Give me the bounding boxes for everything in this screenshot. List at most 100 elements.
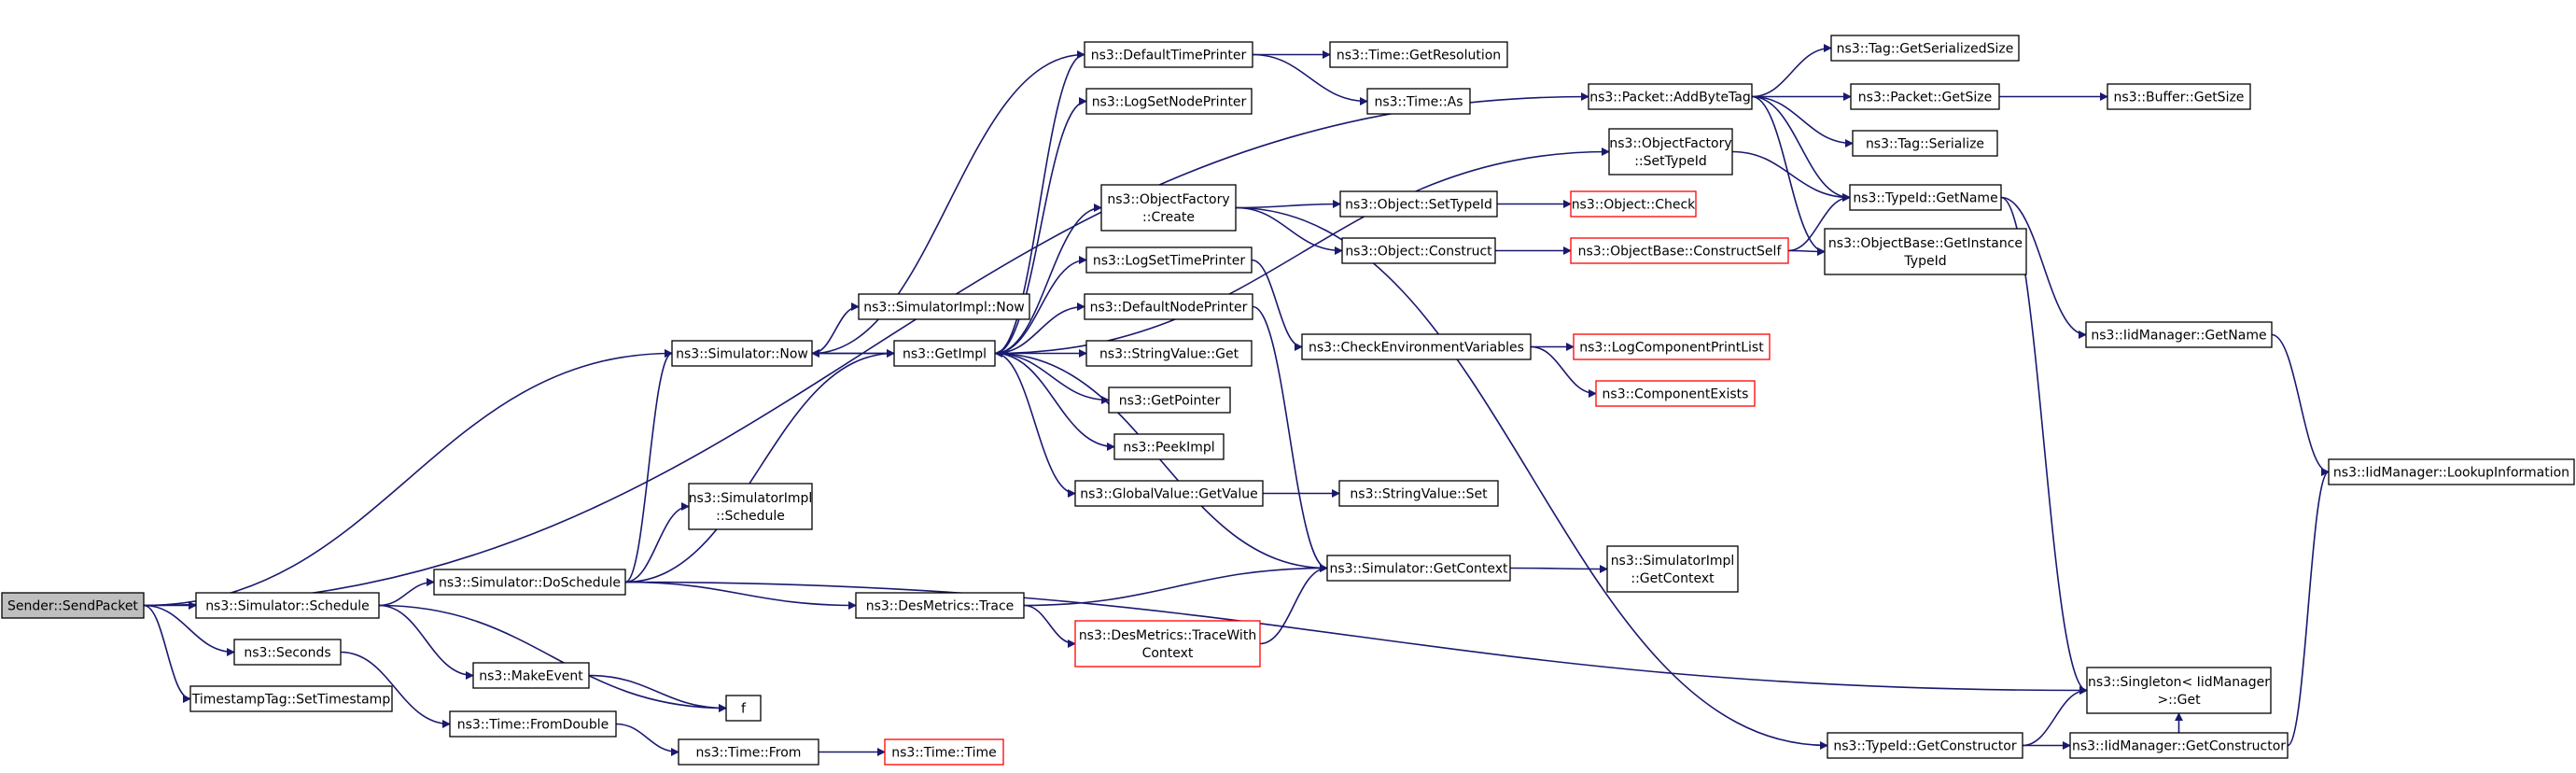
node-simimplgetcontext[interactable]: ns3::SimulatorImpl::GetContext [1606,545,1739,593]
node-label: ns3::Simulator::DoSchedule [439,576,621,591]
node-box [1849,184,2002,211]
node-box [893,340,996,367]
edge-addbytetag-to-typeidgetname [1751,95,1851,202]
node-f[interactable]: f [725,695,762,722]
node-label: f [741,702,747,717]
node-ofcreate[interactable]: ns3::ObjectFactory::Create [1100,184,1237,232]
node-construct[interactable]: ns3::Object::Construct [1341,237,1496,264]
node-desmetricstrace[interactable]: ns3::DesMetrics::Trace [855,592,1025,619]
node-label: ns3::Time::From [696,746,802,761]
nodes-layer: Sender::SendPacket ns3::Simulator::Schedu… [1,35,2575,766]
node-getimpl[interactable]: ns3::GetImpl [893,340,996,367]
node-getresolution[interactable]: ns3::Time::GetResolution [1329,41,1508,68]
node-settimestamp[interactable]: TimestampTag::SetTimestamp [189,685,393,712]
node-buffergetsize[interactable]: ns3::Buffer::GetSize [2107,83,2251,110]
node-typeidgetname[interactable]: ns3::TypeId::GetName [1849,184,2002,211]
node-objcheck[interactable]: ns3::Object::Check [1570,190,1697,218]
node-box [1570,237,1789,264]
node-constructself[interactable]: ns3::ObjectBase::ConstructSelf [1570,237,1789,264]
node-settypeid[interactable]: ns3::Object::SetTypeId [1339,190,1498,218]
node-checkenv[interactable]: ns3::CheckEnvironmentVariables [1301,333,1532,360]
node-globalvalue[interactable]: ns3::GlobalValue::GetValue [1074,480,1264,507]
edge-constructself-to-typeidgetname [1787,193,1851,252]
node-box [1824,228,2027,275]
node-stringvalueget[interactable]: ns3::StringValue::Get [1085,340,1253,367]
node-box [688,483,813,530]
node-box [1084,41,1253,68]
node-box [2085,321,2273,348]
edge-makeevent-to-f [588,674,727,712]
node-ofsettypeid[interactable]: ns3::ObjectFactory::SetTypeId [1608,128,1733,176]
node-label: ns3::TypeId::GetConstructor [1833,739,2016,754]
node-packetgetsize[interactable]: ns3::Packet::GetSize [1850,83,2000,110]
node-label: ns3::Packet::AddByteTag [1589,91,1751,105]
node-label: >::Get [2157,693,2201,708]
node-box [1850,83,2000,110]
node-label: Context [1142,646,1194,661]
node-iidgetconstructor[interactable]: ns3::IidManager::GetConstructor [2069,732,2289,759]
node-now[interactable]: ns3::Simulator::Now [671,340,813,367]
node-label: ns3::MakeEvent [479,669,583,684]
node-iidgetname[interactable]: ns3::IidManager::GetName [2085,321,2273,348]
edge-doschedule-to-getimpl [624,349,895,583]
node-sendpacket[interactable]: Sender::SendPacket [1,592,145,619]
edge-doschedule-to-simimplschedule [624,502,690,583]
node-box [1074,620,1261,668]
node-makeevent[interactable]: ns3::MakeEvent [472,662,590,689]
node-label: ::SetTypeId [1634,154,1707,169]
node-seconds[interactable]: ns3::Seconds [233,639,342,666]
node-box [1827,732,2023,759]
node-getcontext[interactable]: ns3::Simulator::GetContext [1326,555,1511,582]
node-logcomplist[interactable]: ns3::LogComponentPrintList [1573,333,1771,360]
node-box [1085,88,1253,115]
node-tagserialize[interactable]: ns3::Tag::Serialize [1852,130,1998,157]
node-label: ::Create [1142,210,1195,225]
node-box [1,592,145,619]
node-simimplnow[interactable]: ns3::SimulatorImpl::Now [858,293,1030,320]
node-box [1074,480,1264,507]
node-label: ns3::Time::GetResolution [1337,49,1501,63]
edge-getcontext-to-getimpl [994,349,1328,569]
node-peekimpl[interactable]: ns3::PeekImpl [1113,433,1225,460]
node-timeas[interactable]: ns3::Time::As [1366,88,1471,115]
node-time[interactable]: ns3::Time::Time [884,738,1004,766]
node-lookupinfo[interactable]: ns3::IidManager::LookupInformation [2328,458,2575,485]
node-label: ns3::SimulatorImpl::Now [863,301,1025,316]
node-logtimeprinter[interactable]: ns3::LogSetTimePrinter [1085,246,1253,274]
edge-addbytetag-to-tagserialize [1751,95,1854,148]
node-label: TypeId [1903,254,1946,269]
node-typeidgetconstructor[interactable]: ns3::TypeId::GetConstructor [1827,732,2023,759]
node-label: ns3::Tag::GetSerializedSize [1837,42,2014,57]
node-label: ns3::DefaultNodePrinter [1090,301,1248,316]
node-lognodeprinter[interactable]: ns3::LogSetNodePrinter [1085,88,1253,115]
node-fromdouble[interactable]: ns3::Time::FromDouble [449,710,617,738]
node-box [1339,190,1498,218]
node-label: ns3::Packet::GetSize [1858,91,1992,105]
edge-addbytetag-to-getserializedsize [1751,44,1832,98]
node-label: ns3::ObjectFactory [1107,192,1229,207]
node-defaultnodeprinter[interactable]: ns3::DefaultNodePrinter [1084,293,1253,320]
node-box [1085,246,1253,274]
node-singletonget[interactable]: ns3::Singleton< IidManager >::Get [2086,667,2272,714]
node-box [855,592,1025,619]
node-getserializedsize[interactable]: ns3::Tag::GetSerializedSize [1830,35,2020,62]
node-label: ns3::Simulator::Now [676,347,808,362]
node-label: TimestampTag::SetTimestamp [191,693,391,708]
node-box [449,710,617,738]
node-doschedule[interactable]: ns3::Simulator::DoSchedule [433,569,626,596]
node-from[interactable]: ns3::Time::From [678,738,819,766]
node-compexists[interactable]: ns3::ComponentExists [1595,380,1756,407]
node-stringvalueset[interactable]: ns3::StringValue::Set [1338,480,1499,507]
node-getpointer[interactable]: ns3::GetPointer [1108,386,1231,414]
edge-getimpl-to-globalvalue [994,352,1076,498]
node-simimplschedule[interactable]: ns3::SimulatorImpl::Schedule [688,483,813,530]
node-addbytetag[interactable]: ns3::Packet::AddByteTag [1588,83,1753,110]
node-label: ns3::DesMetrics::Trace [866,599,1015,614]
node-box [2107,83,2251,110]
node-defaulttimeprinter[interactable]: ns3::DefaultTimePrinter [1084,41,1253,68]
node-label: ns3::StringValue::Set [1350,487,1488,502]
node-box [1606,545,1739,593]
node-schedule[interactable]: ns3::Simulator::Schedule [195,592,380,619]
